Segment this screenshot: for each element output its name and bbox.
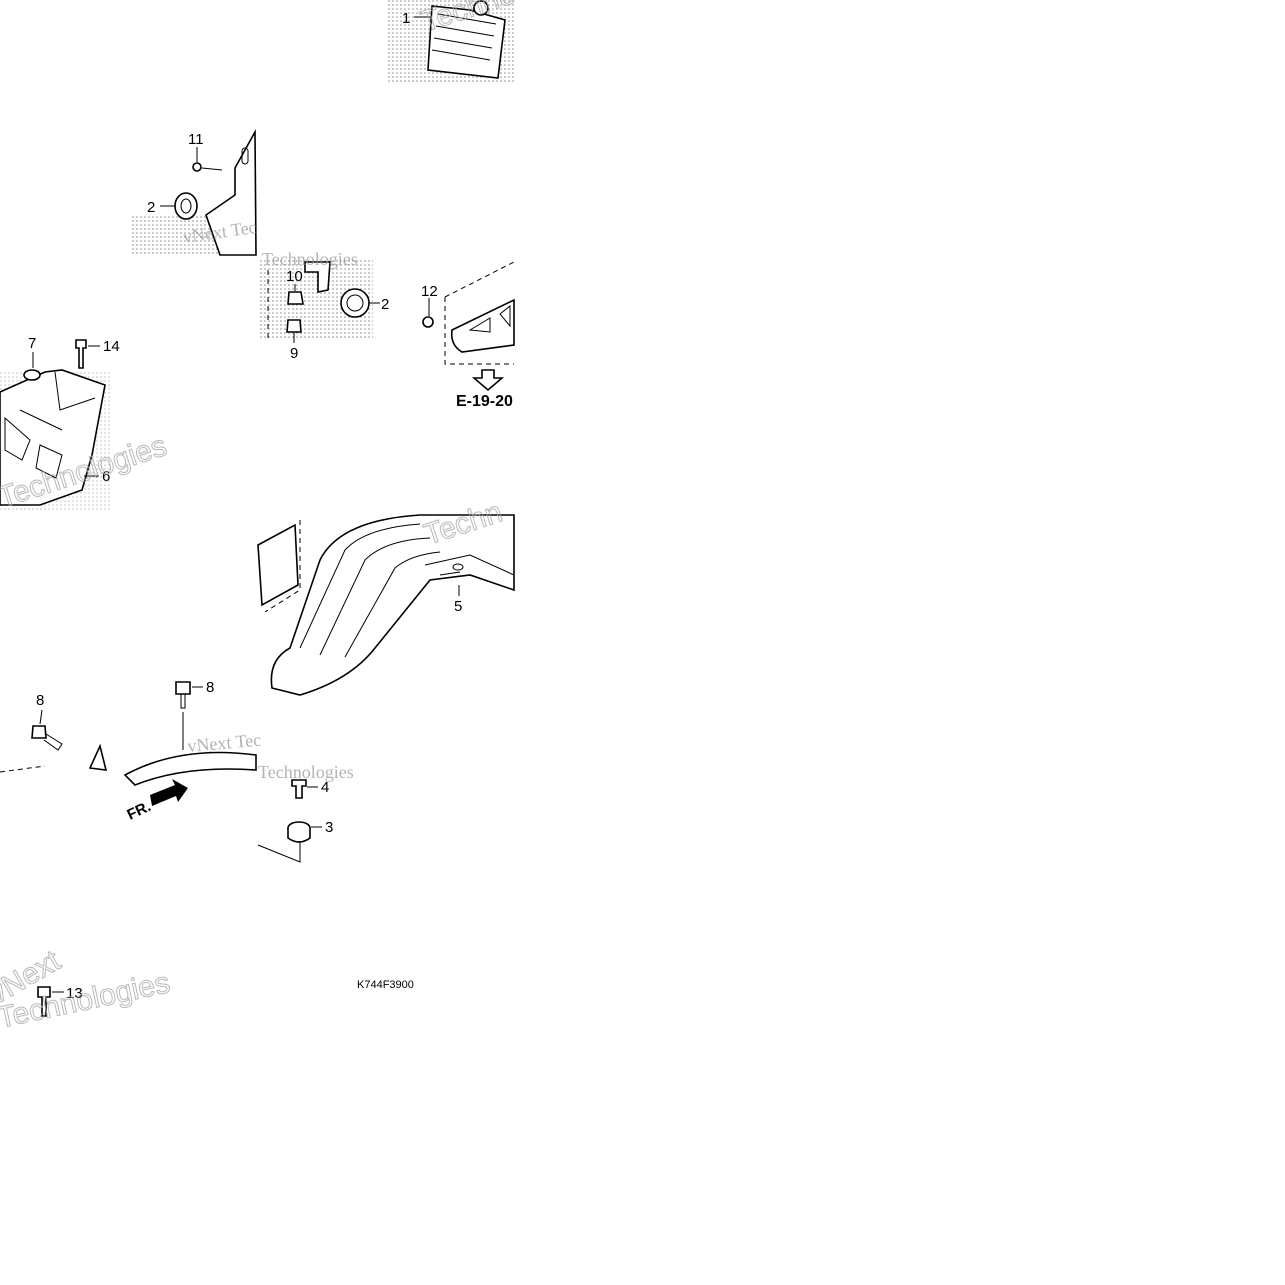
watermark-text: Technologies [262,249,358,269]
mount-tile: 4 3 Technologies [257,762,354,863]
callout-4: 4 [321,779,329,796]
plate-bracket-tile: 14 7 6 Technologies [0,335,171,515]
bolt-8b-head [175,681,191,695]
bracket-detail-tile: 2 10 9 Technologies [258,249,389,362]
grommet-10 [287,291,304,305]
callout-13: 13 [66,985,83,1002]
watermark-text: vNext Tec [187,730,262,756]
bracket-tile: 2 11 vNext Tec [130,128,258,256]
rubber-3-body [287,828,311,843]
bolt-8a-head [31,725,47,739]
callout-11: 11 [188,131,204,148]
callout-5: 5 [454,598,462,615]
bracket-tab [304,261,331,293]
diagram-code: K744F3900 [357,979,414,991]
fender-mount [424,554,515,576]
callout-2a: 2 [147,199,155,216]
nut-11 [192,162,202,172]
watermark-text: Technologies [258,762,354,782]
reflector-tile: 1 Techno [388,0,520,83]
bolt-14 [75,339,87,369]
stay-tile: 12 E-19-20 [421,261,515,410]
grommet-2b [340,288,370,318]
leader-8a [39,709,43,725]
callout-8b: 8 [206,679,214,696]
fender-hole [452,563,464,571]
collar-4 [291,779,307,799]
callout-7: 7 [28,335,36,352]
front-fender-part [123,751,257,786]
collar-9 [286,319,302,333]
grommet-2a [174,192,198,220]
washer-7 [23,369,41,381]
front-fender-tile: FR. 8 8 vNext Tec [0,679,262,824]
reference-arrow [471,369,505,392]
bolt-8b-shank [180,694,186,709]
stay-part [450,298,515,353]
callout-10: 10 [286,268,303,285]
reflector-part [427,5,506,79]
bracket-part [205,128,257,256]
bracket-slot [241,147,249,165]
bolt-tile: 13 vNext Technologies [0,943,173,1035]
callout-14: 14 [103,338,120,355]
reflector-lines [431,13,497,61]
stay-cutouts [468,304,511,333]
callout-2b: 2 [381,296,389,313]
fender-ribs [299,523,441,658]
reflector-nut [473,0,489,16]
bolt-13 [37,986,51,1017]
bolt-8a-shank [43,733,63,751]
callout-8a: 8 [36,692,44,709]
grommet-2a-hole [180,198,192,214]
callout-12: 12 [421,283,438,300]
reference-label: E-19-20 [456,393,513,410]
dashed-outline [444,261,515,365]
front-arrow-icon [150,779,188,806]
grommet-2b-hole [346,294,364,312]
rear-fender-part [270,514,515,696]
callout-3: 3 [325,819,333,836]
leader-11b [201,167,223,171]
plate-bracket-lines [4,371,96,479]
direction-label: FR. [125,798,154,824]
callout-6: 6 [102,468,110,485]
callout-1: 1 [402,10,410,27]
callout-9: 9 [290,345,298,362]
bolt-12 [422,316,434,328]
fender-edge [88,743,108,771]
fender-tile: 5 Techn [257,495,515,696]
mount-guide [257,842,301,863]
dashed-outline [0,765,46,773]
fender-stay [257,523,299,607]
